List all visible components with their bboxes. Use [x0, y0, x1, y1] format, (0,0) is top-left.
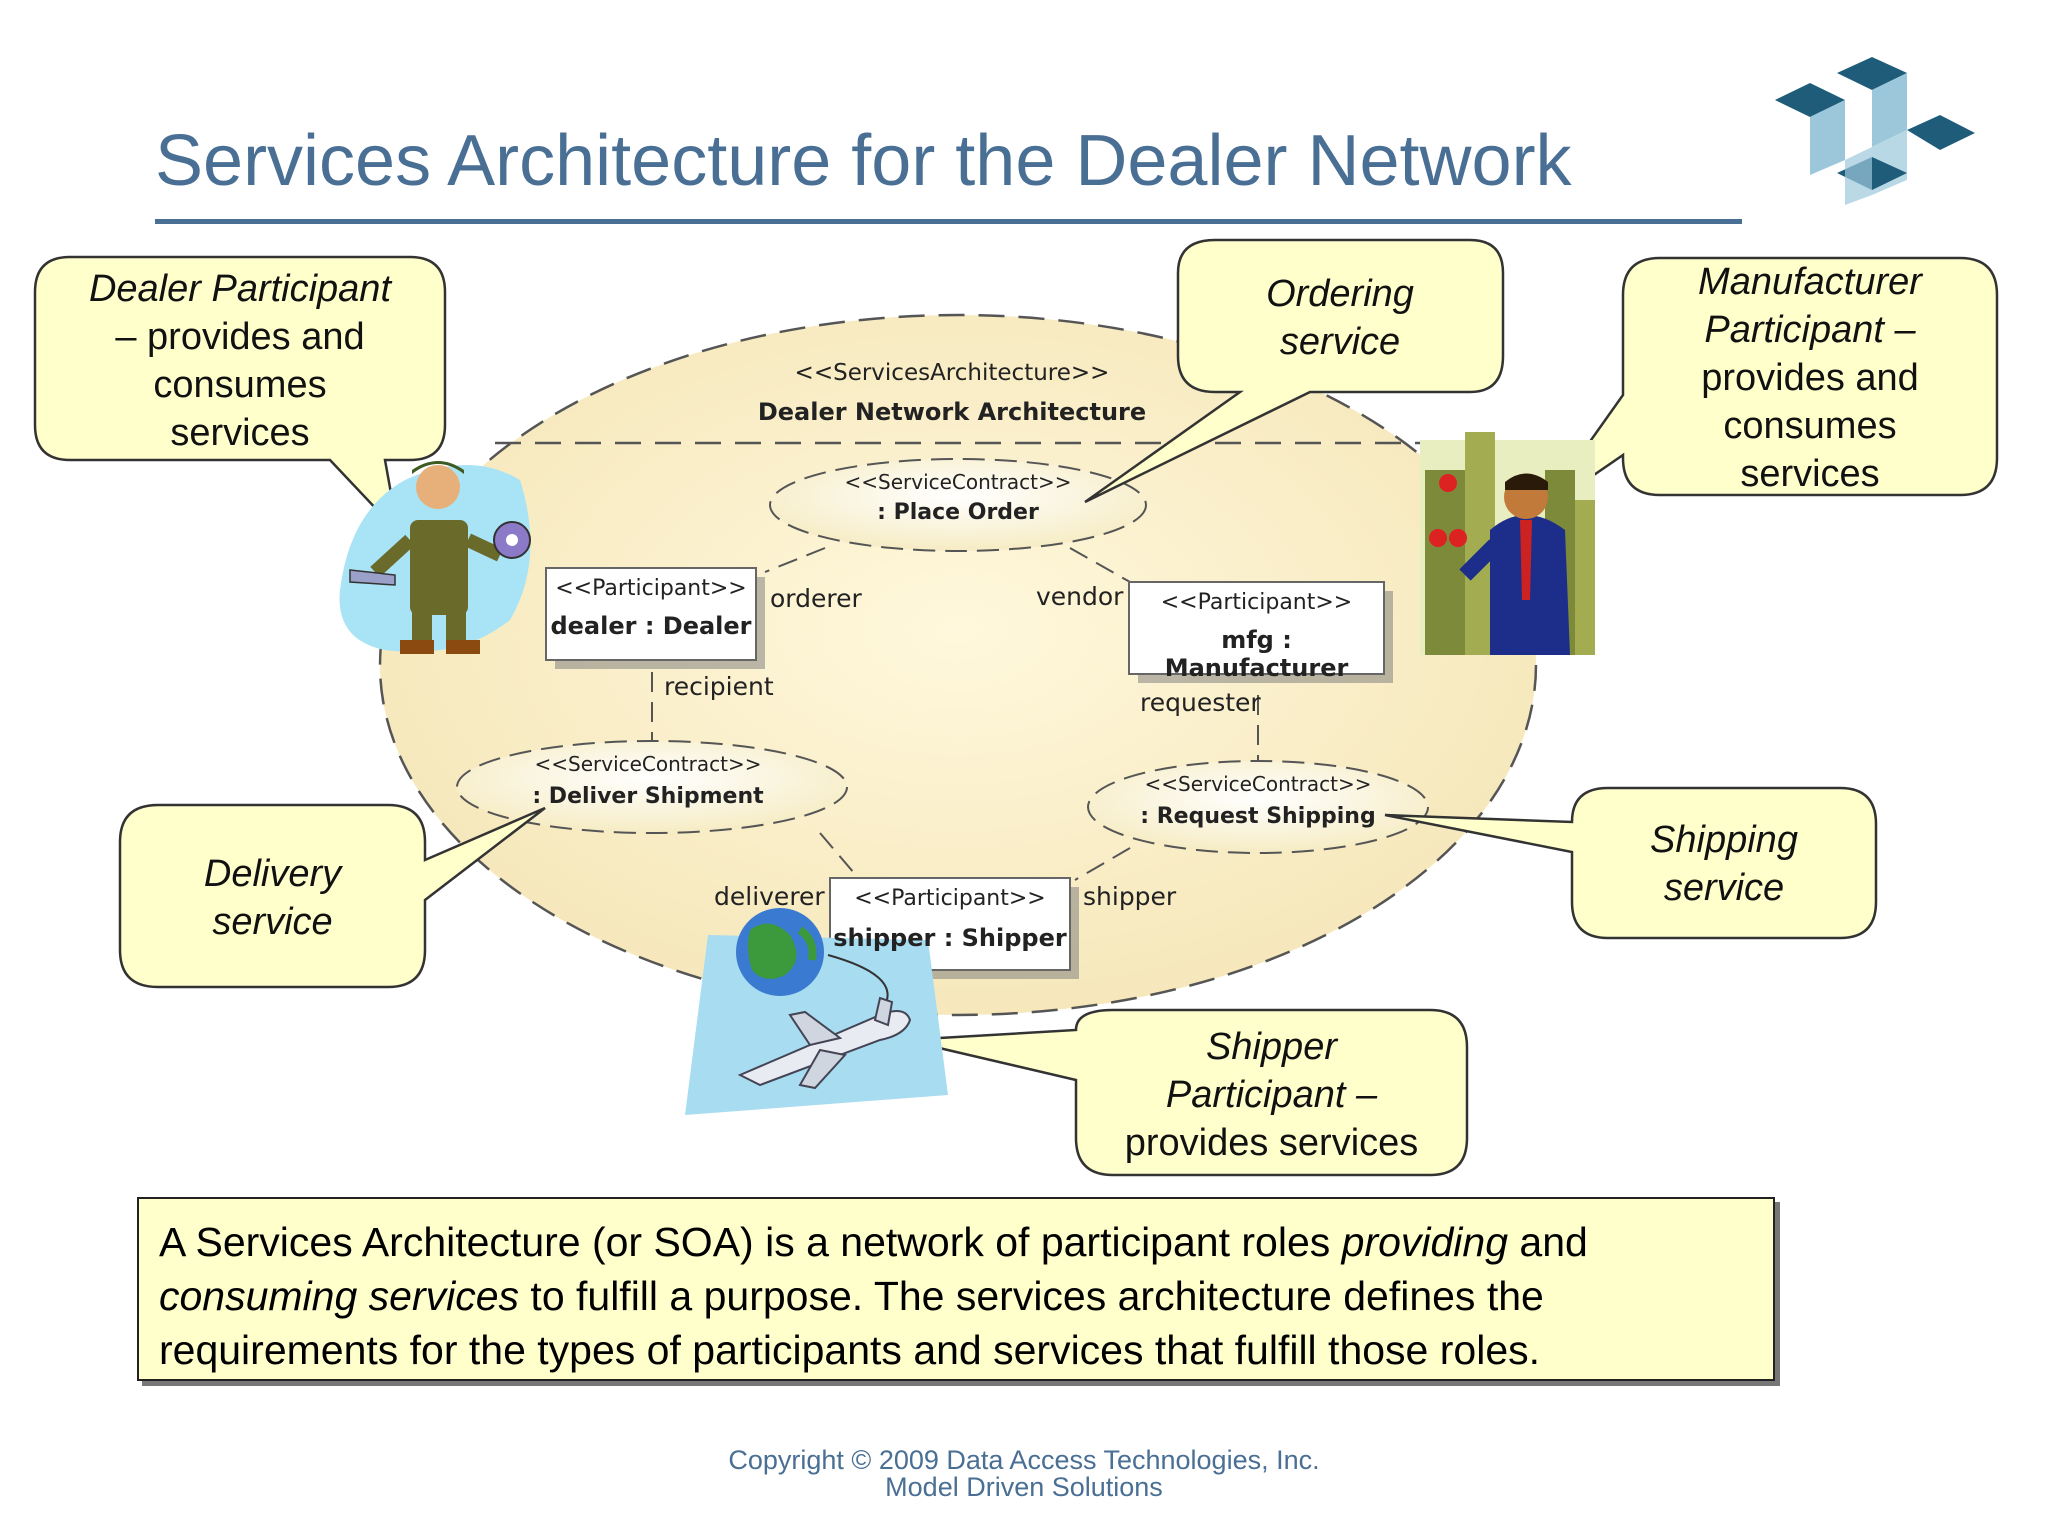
shipper-callout-line2: Participant –: [1165, 1074, 1378, 1116]
company-logo-icon: [1775, 57, 1975, 205]
summary-part3: to fulfill a purpose. The services archi…: [159, 1273, 1544, 1373]
shipper-participant-stereotype: <<Participant>>: [854, 886, 1046, 911]
deliver-shipment-name: : Deliver Shipment: [532, 784, 764, 809]
ordering-callout: Ordering service: [1185, 270, 1495, 366]
dealer-participant-name: dealer : Dealer: [550, 612, 752, 640]
shipping-callout-shape: [1384, 786, 1878, 940]
place-order-stereotype: <<ServiceContract>>: [844, 470, 1072, 494]
copyright-line1: Copyright © 2009 Data Access Technologie…: [728, 1445, 1320, 1475]
title-underline: [155, 219, 1742, 224]
slide-title: Services Architecture for the Dealer Net…: [155, 121, 1572, 201]
shipper-participant-name: shipper : Shipper: [833, 924, 1067, 952]
manufacturer-callout-line5: services: [1740, 453, 1880, 495]
shipper-callout: Shipper Participant – provides services: [1080, 1023, 1463, 1167]
shipper-callout-shape: [904, 1008, 1469, 1177]
ordering-callout-shape: [1084, 238, 1505, 504]
dealer-callout-line2: – provides and: [115, 316, 365, 358]
manufacturer-callout-line1: Manufacturer: [1698, 261, 1922, 303]
manufacturer-callout: Manufacturer Participant – provides and …: [1628, 258, 1992, 498]
shipping-callout-line1: Shipping: [1650, 819, 1798, 861]
dealer-callout-line1: Dealer Participant: [88, 268, 392, 310]
deliver-shipment-stereotype: <<ServiceContract>>: [534, 752, 762, 776]
copyright-line2: Model Driven Solutions: [885, 1472, 1163, 1502]
manufacturer-participant-name: mfg : Manufacturer: [1164, 626, 1349, 682]
delivery-callout-shape: [118, 803, 546, 989]
summary-consuming: consuming services: [159, 1273, 520, 1319]
shipper-callout-line1: Shipper: [1206, 1026, 1337, 1068]
shipper-participant-box: [829, 877, 1079, 979]
shipping-callout-line2: service: [1663, 867, 1785, 909]
manufacturer-callout-line2: Participant –: [1704, 309, 1916, 351]
globe-airplane-clipart-icon: [685, 908, 948, 1115]
manufacturer-participant-stereotype: <<Participant>>: [1160, 590, 1353, 615]
place-order-name: : Place Order: [877, 500, 1039, 525]
place-order-contract-shape: [769, 458, 1147, 552]
manufacturer-callout-line4: consumes: [1723, 405, 1897, 447]
dealer-callout: Dealer Participant – provides and consum…: [60, 265, 420, 457]
dealer-callout-line4: services: [170, 412, 310, 454]
businessman-clipart-icon: [1420, 432, 1595, 655]
role-shipper: shipper: [1083, 882, 1177, 911]
manufacturer-callout-line3: provides and: [1701, 357, 1919, 399]
architecture-stereotype: <<ServicesArchitecture>>: [794, 360, 1110, 386]
mechanic-clipart-icon: [339, 461, 531, 654]
shipping-callout: Shipping service: [1578, 816, 1870, 912]
dealer-participant-box: [545, 567, 765, 669]
summary-part2: and: [1508, 1219, 1588, 1265]
request-shipping-stereotype: <<ServiceContract>>: [1144, 772, 1372, 796]
delivery-callout-line1: Delivery: [203, 853, 342, 895]
manufacturer-participant-box: [1128, 581, 1393, 683]
dealer-participant-stereotype: <<Participant>>: [555, 576, 747, 601]
ordering-callout-line2: service: [1279, 321, 1401, 363]
role-recipient: recipient: [664, 672, 774, 701]
architecture-name: Dealer Network Architecture: [757, 398, 1147, 426]
manufacturer-callout-shape: [1538, 256, 1999, 514]
delivery-callout-line2: service: [212, 901, 333, 943]
request-shipping-name: : Request Shipping: [1140, 804, 1376, 829]
delivery-callout: Delivery service: [125, 850, 420, 946]
ordering-callout-line1: Ordering: [1266, 273, 1414, 315]
dealer-callout-line3: consumes: [153, 364, 327, 406]
shipper-callout-line3: provides services: [1124, 1122, 1419, 1164]
summary-providing: providing: [1341, 1219, 1509, 1265]
role-vendor: vendor: [1036, 582, 1124, 611]
role-deliverer: deliverer: [714, 882, 825, 911]
role-requester: requester: [1140, 688, 1261, 717]
summary-part1: A Services Architecture (or SOA) is a ne…: [159, 1219, 1342, 1265]
role-orderer: orderer: [770, 584, 862, 613]
summary-box: A Services Architecture (or SOA) is a ne…: [137, 1197, 1775, 1381]
